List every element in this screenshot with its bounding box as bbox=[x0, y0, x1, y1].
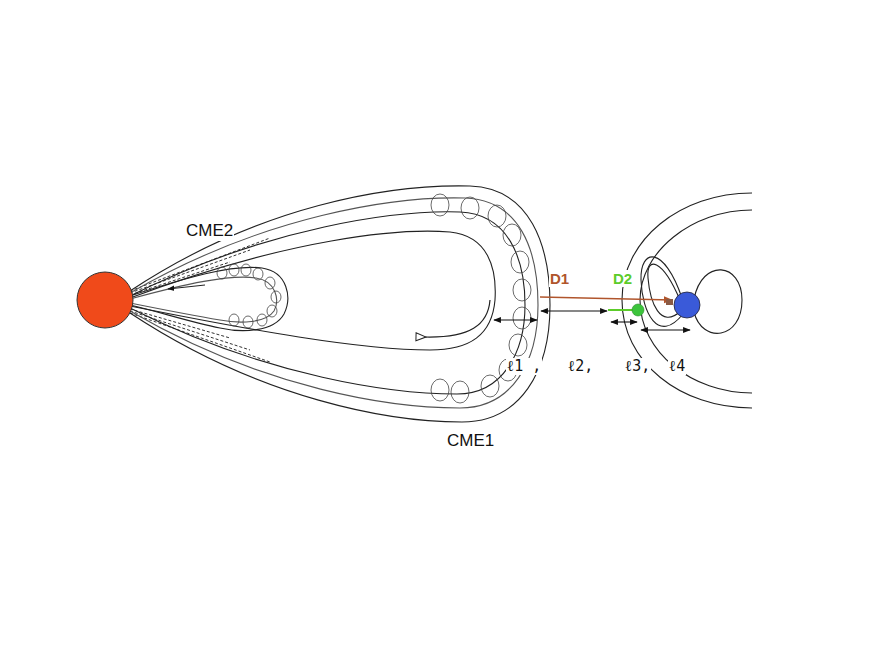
earth bbox=[674, 292, 700, 318]
cme2-label: CME2 bbox=[185, 221, 234, 241]
helix-loop bbox=[503, 224, 521, 246]
length-label: ℓ1 , bbox=[506, 358, 542, 375]
length-label: ℓ4 bbox=[668, 358, 686, 375]
rotation-arrow bbox=[425, 300, 490, 337]
helix-loop bbox=[513, 307, 531, 329]
helix-loop bbox=[257, 314, 267, 326]
helix-loop bbox=[481, 375, 499, 397]
d1-arrow bbox=[540, 297, 672, 300]
helix-loop bbox=[217, 267, 227, 279]
distance-label: D1 bbox=[549, 270, 570, 287]
helix-loop bbox=[509, 334, 527, 356]
dashed-field-lines bbox=[130, 238, 270, 362]
helix-loop bbox=[243, 316, 253, 328]
d2-line bbox=[608, 309, 633, 311]
cme2-flow-arrow bbox=[168, 285, 205, 289]
helix-loop bbox=[229, 314, 239, 326]
helix-loop bbox=[267, 305, 277, 317]
helix-loop bbox=[265, 277, 275, 289]
distance-label: D2 bbox=[612, 270, 633, 287]
cme2-loop bbox=[130, 267, 288, 330]
helix-loop bbox=[431, 379, 449, 401]
cme2-helical-windings bbox=[217, 264, 281, 328]
helix-loop bbox=[253, 268, 263, 280]
helix-loop bbox=[461, 197, 479, 219]
cme1-label: CME1 bbox=[446, 431, 495, 451]
length-label: ℓ3, bbox=[624, 358, 651, 375]
helix-loop bbox=[241, 264, 251, 276]
helix-loop bbox=[271, 291, 281, 303]
helix-loop bbox=[431, 194, 449, 216]
helix-loop bbox=[488, 205, 506, 227]
helix-loop bbox=[513, 279, 531, 301]
cme1-loop bbox=[130, 186, 550, 422]
d1-marker bbox=[666, 299, 673, 305]
length-arrows bbox=[494, 311, 690, 330]
helix-loop bbox=[511, 251, 529, 273]
spacecraft bbox=[632, 304, 644, 316]
magnetosphere bbox=[622, 193, 752, 408]
sun bbox=[77, 272, 133, 328]
length-label: ℓ2, bbox=[567, 358, 594, 375]
helix-loop bbox=[229, 264, 239, 276]
helix-loop bbox=[451, 381, 469, 403]
